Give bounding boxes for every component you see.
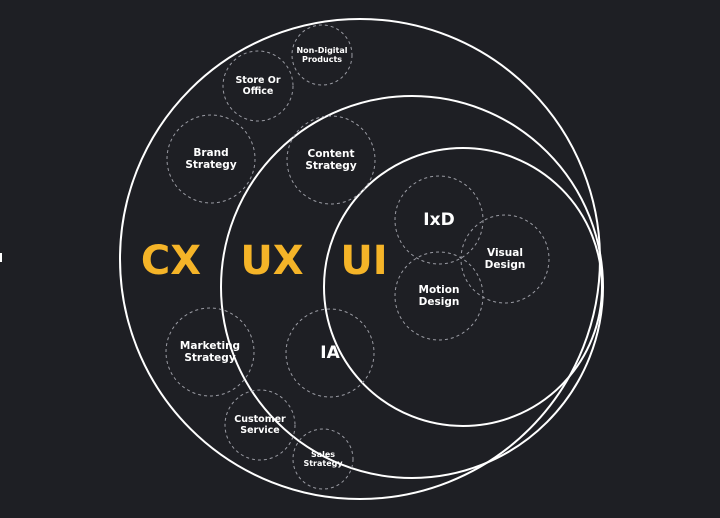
ux-label: UX: [240, 238, 303, 284]
ia-label: IA: [320, 343, 340, 363]
ui-label: UI: [340, 238, 387, 284]
ia-circle: [285, 308, 375, 398]
ixd-circle: [394, 175, 484, 265]
sales-strategy-circle: [292, 428, 354, 490]
ui-ring: [323, 147, 603, 427]
brand-strategy-circle: [166, 114, 256, 204]
marketing-strategy-circle: [165, 307, 255, 397]
customer-service-circle: [224, 389, 296, 461]
ixd-label: IxD: [423, 210, 454, 230]
store-or-office-circle: [222, 50, 294, 122]
non-digital-products-circle: [291, 24, 353, 86]
content-strategy-circle: [286, 115, 376, 205]
left-edge-mark: [0, 253, 2, 262]
visual-design-circle: [460, 214, 550, 304]
motion-design-circle: [394, 251, 484, 341]
cx-label: CX: [141, 238, 201, 284]
